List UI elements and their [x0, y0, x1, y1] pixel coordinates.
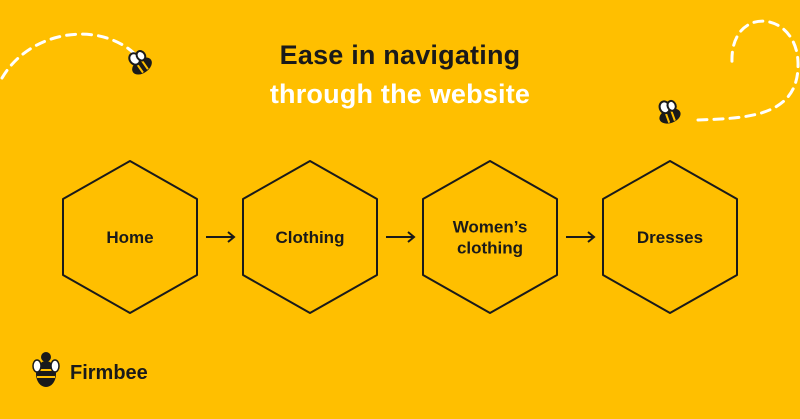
- step-hexagon: Clothing: [242, 160, 378, 314]
- step-label-line: Dresses: [637, 228, 703, 247]
- hexagon-outline: [242, 160, 378, 314]
- step-label: Dresses: [637, 228, 703, 247]
- arrow-right-icon: [566, 231, 596, 243]
- dashed-flight-path-right: [696, 19, 800, 122]
- bee-icon: [658, 99, 681, 124]
- firmbee-bee-logo-icon: [32, 352, 60, 387]
- title-line-1: Ease in navigating: [279, 40, 521, 70]
- step-label-line: clothing: [457, 239, 523, 258]
- step-label: Home: [106, 228, 153, 247]
- arrow-right-icon: [206, 231, 236, 243]
- hexagon-outline: [602, 160, 738, 314]
- step-label-line: Clothing: [276, 228, 345, 247]
- arrow-right-icon: [386, 231, 416, 243]
- hexagon-outline: [62, 160, 198, 314]
- step-hexagon: Home: [62, 160, 198, 314]
- step-label-line: Women’s: [453, 218, 528, 237]
- hexagon-outline: [422, 160, 558, 314]
- bee-icon: [128, 50, 152, 75]
- dashed-flight-path-left: [0, 32, 138, 80]
- title-line-2: through the website: [269, 79, 531, 109]
- step-hexagon: Women’s clothing: [422, 160, 558, 314]
- step-label: Clothing: [276, 228, 345, 247]
- step-hexagon: Dresses: [602, 160, 738, 314]
- step-label-line: Home: [106, 228, 153, 247]
- step-label: Women’s clothing: [453, 218, 528, 258]
- brand-name: Firmbee: [70, 362, 148, 384]
